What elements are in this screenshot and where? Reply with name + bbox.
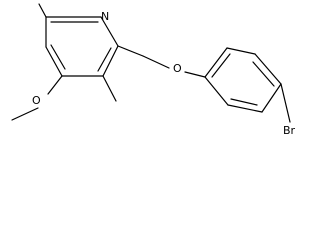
- bond-ph1-ph2-inner: [211, 53, 231, 78]
- bond-ph4-br: [280, 83, 291, 123]
- atom-label-ether-oxygen: O: [173, 62, 182, 75]
- bond-o-aryl: [184, 71, 206, 78]
- bond-c5-methyl: [38, 3, 47, 18]
- atom-label-bromine: Br: [283, 124, 296, 137]
- bond-ph6-ph1: [204, 76, 229, 106]
- bond-c2-c3-inner: [97, 47, 112, 72]
- bond-ph4-ph5: [261, 83, 282, 113]
- bond-ph3-ph4: [254, 53, 282, 85]
- bond-c2-c3: [102, 45, 119, 77]
- atom-label-methoxy-oxygen: O: [32, 94, 41, 107]
- bond-ph1-ph2: [204, 47, 228, 78]
- bond-c4-o-methoxy: [47, 75, 63, 95]
- bond-ph2-ph3: [226, 47, 256, 55]
- atom-label-nitrogen: N: [101, 10, 109, 23]
- structure-diagram: N O O Br: [11, 3, 296, 137]
- bond-ch2-o: [142, 55, 170, 69]
- bond-ph5-ph6: [227, 104, 263, 113]
- bond-o-methoxy-ch3: [11, 107, 39, 121]
- bond-c4-c5-inner: [50, 44, 66, 70]
- bond-ph5-ph6-inner: [230, 98, 258, 106]
- bond-c2-ch2: [117, 45, 144, 57]
- bond-c4-c5: [45, 46, 63, 77]
- bond-ph3-ph4-inner: [252, 61, 275, 87]
- bond-c3-methyl: [102, 75, 117, 102]
- molecule-drawing: N O O Br: [11, 3, 296, 137]
- bond-n-c2: [100, 16, 119, 47]
